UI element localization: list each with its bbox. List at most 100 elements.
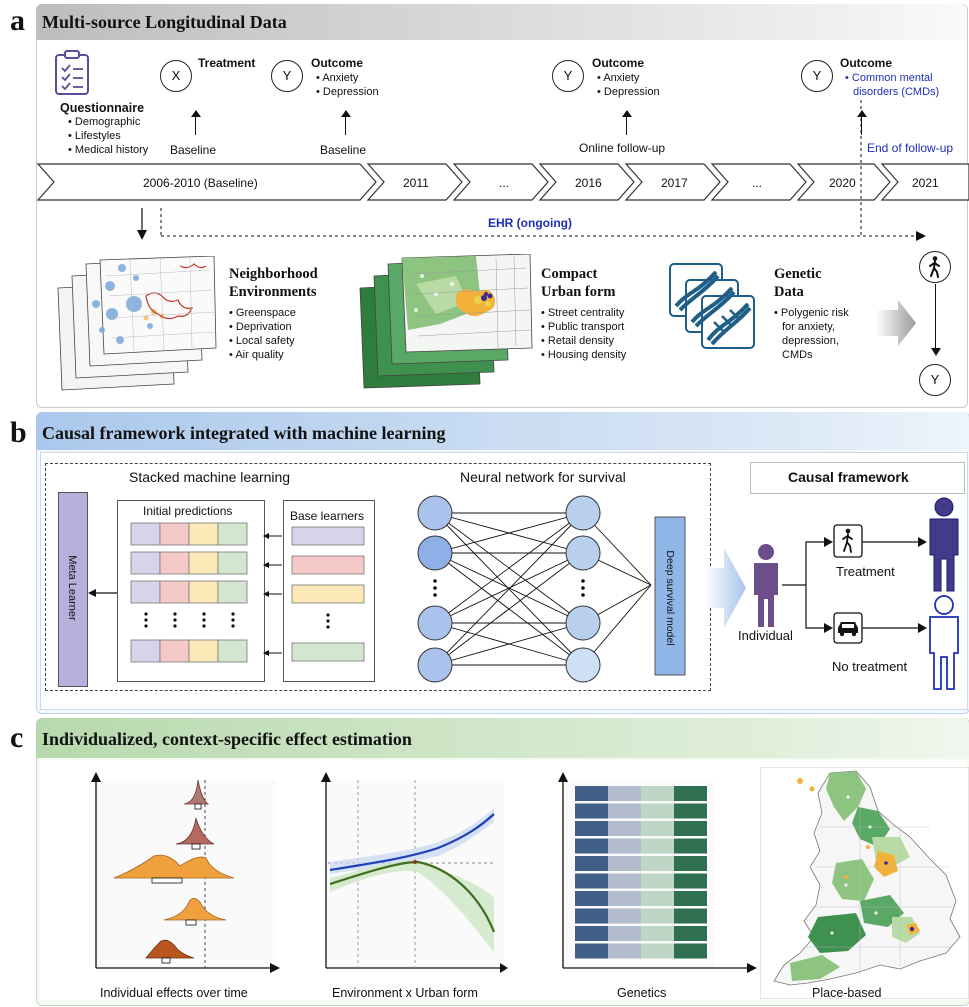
timeline-label: 2021 xyxy=(912,176,939,190)
outcome-baseline-item: • Anxiety xyxy=(316,72,359,84)
genetics-bar-segment xyxy=(608,856,641,871)
causal-framework-header xyxy=(750,462,965,494)
stacked-ml-title: Stacked machine learning xyxy=(129,469,291,485)
base-learners-label: Base learners xyxy=(290,509,365,523)
timeline-segment xyxy=(36,163,377,201)
genetic-item: CMDs xyxy=(782,349,813,361)
neighborhood-map-stack xyxy=(57,256,217,391)
genetics-bar-segment xyxy=(674,803,707,819)
genetics-bar-segment xyxy=(608,943,641,959)
causal-diagram xyxy=(754,497,959,690)
questionnaire-label: Questionnaire xyxy=(60,101,145,115)
genetics-bar-segment xyxy=(575,873,608,889)
outcome-followup-item: • Depression xyxy=(597,86,660,98)
outcome-followup-node: Y xyxy=(552,60,584,92)
genetics-bar-segment xyxy=(608,786,641,801)
deep-survival-label: Deep survival model xyxy=(664,550,676,646)
genetics-bar-segment xyxy=(575,821,608,836)
timeline-label: ... xyxy=(752,176,763,190)
genetics-bar-segment xyxy=(641,908,674,924)
genetic-item: • Polygenic risk xyxy=(774,307,849,319)
neighborhood-title: Neighborhood xyxy=(229,266,318,282)
genetics-bar-segment xyxy=(575,908,608,924)
timeline-label: ... xyxy=(499,176,510,190)
panel-c-title: Individualized, context-specific effect … xyxy=(42,729,412,749)
up-arrow-head xyxy=(857,110,867,117)
timeline-label: 2011 xyxy=(403,176,429,190)
environment-urban-plot xyxy=(321,772,508,973)
genetics-bar-segment xyxy=(674,926,707,941)
genetics-plot xyxy=(558,772,757,973)
genetics-bar-segment xyxy=(674,821,707,836)
neighborhood-item: • Greenspace xyxy=(229,307,296,319)
outcome-end-time: End of follow-up xyxy=(867,141,954,155)
genetics-bar-segment xyxy=(608,891,641,906)
genetics-bar-segment xyxy=(674,943,707,959)
panel-b-title: Causal framework integrated with machine… xyxy=(42,423,446,443)
genetics-bar-segment xyxy=(575,803,608,819)
neighborhood-item: • Deprivation xyxy=(229,321,292,333)
genetics-bar-segment xyxy=(575,838,608,854)
nn-title: Neural network for survival xyxy=(460,469,626,485)
genetics-bar-segment xyxy=(641,873,674,889)
timeline-segment xyxy=(710,163,807,201)
questionnaire-item: • Demographic xyxy=(68,116,141,128)
timeline-segment xyxy=(538,163,635,201)
up-arrow xyxy=(861,113,863,135)
timeline-label: 2020 xyxy=(829,176,856,190)
outcome-end-item: disorders (CMDs) xyxy=(853,86,940,98)
timeline-label: 2017 xyxy=(661,176,688,190)
treatment-label-b: Treatment xyxy=(836,564,895,579)
outcome-baseline-time: Baseline xyxy=(320,143,367,157)
individual-label: Individual xyxy=(738,628,793,643)
genetics-bar-segment xyxy=(575,926,608,941)
urban-form-item: • Street centrality xyxy=(541,307,625,319)
caption-effects-over-time: Individual effects over time xyxy=(100,986,248,1000)
caption-environment-urban: Environment x Urban form xyxy=(332,986,478,1000)
meta-learner-box xyxy=(58,492,88,687)
panel-b-letter: b xyxy=(10,416,27,449)
questionnaire-item: • Lifestyles xyxy=(68,130,121,142)
genetics-bar-segment xyxy=(641,926,674,941)
urban-form-title: Compact xyxy=(541,266,598,282)
neighborhood-title: Environments xyxy=(229,284,317,300)
genetics-bar-segment xyxy=(641,786,674,801)
urban-form-item: • Public transport xyxy=(541,321,625,333)
outcome-followup-label: Outcome xyxy=(592,56,645,70)
dag-arrow-head xyxy=(931,348,941,356)
genetics-bar-segment xyxy=(608,908,641,924)
genetics-bar-segment xyxy=(674,786,707,801)
ehr-connectors xyxy=(137,100,926,241)
genetics-bar-segment xyxy=(641,838,674,854)
effects-over-time-plot xyxy=(91,772,280,973)
causal-framework-title: Causal framework xyxy=(788,469,909,485)
gradient-arrow xyxy=(876,300,916,346)
urban-form-item: • Retail density xyxy=(541,335,614,347)
timeline-label: 2016 xyxy=(575,176,602,190)
outcome-end-node: Y xyxy=(801,60,833,92)
genetics-bar-segment xyxy=(641,943,674,959)
genetics-bar-segment xyxy=(575,856,608,871)
timeline-segment xyxy=(366,163,463,201)
genetics-bar-segment xyxy=(641,821,674,836)
outcome-baseline-label: Outcome xyxy=(311,56,364,70)
genetics-bar-segment xyxy=(575,786,608,801)
no-treatment-label: No treatment xyxy=(832,659,908,674)
genetics-bar-segment xyxy=(608,838,641,854)
urban-form-map-stack xyxy=(359,254,533,389)
neighborhood-item: • Local safety xyxy=(229,335,295,347)
dna-icon xyxy=(669,263,755,349)
base-learner-bars xyxy=(291,526,365,662)
treatment-time: Baseline xyxy=(170,143,217,157)
genetic-title: Data xyxy=(774,284,804,300)
genetics-bar-segment xyxy=(674,838,707,854)
neural-network xyxy=(417,495,686,683)
genetics-bar-segment xyxy=(608,803,641,819)
caption-genetics: Genetics xyxy=(617,986,667,1000)
timeline-label: 2006-2010 (Baseline) xyxy=(143,176,258,190)
timeline-segment xyxy=(796,163,891,201)
genetics-bar-segment xyxy=(674,908,707,924)
flow-arrow xyxy=(704,548,746,628)
genetic-item: for anxiety, xyxy=(782,321,835,333)
genetic-title: Genetic xyxy=(774,266,822,282)
